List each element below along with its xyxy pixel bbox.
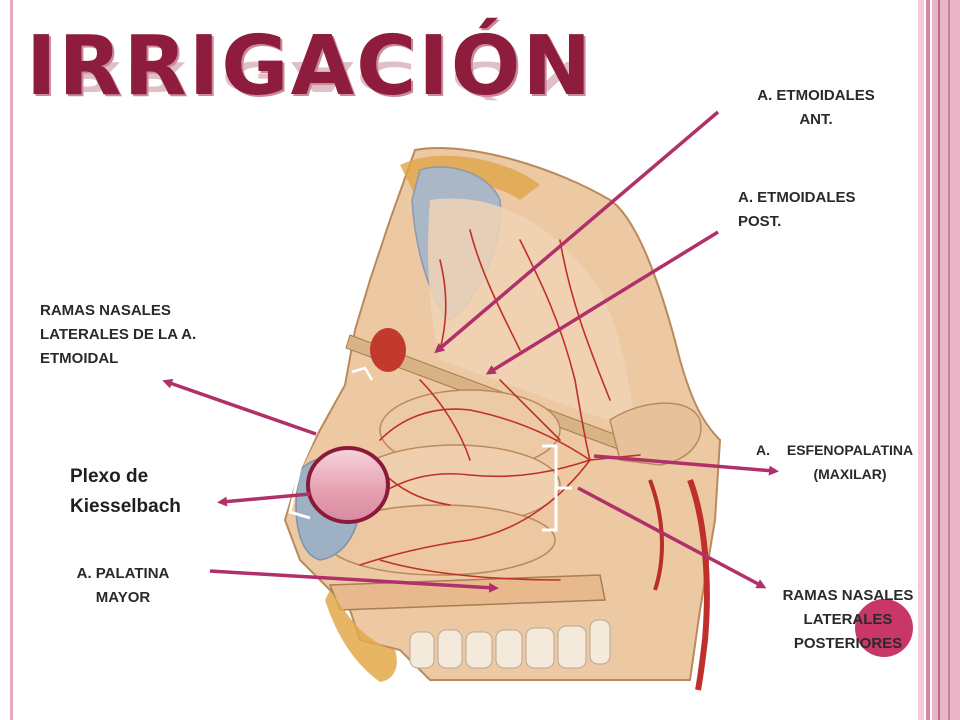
kiesselbach-highlight <box>306 446 390 524</box>
arrow-palatina <box>209 569 499 593</box>
right-border-stripe <box>932 0 960 720</box>
label-esfenopalatina-prefix: A. <box>756 442 770 458</box>
right-border-stripe <box>948 0 950 720</box>
carotid-branch <box>648 479 664 591</box>
carotid-artery <box>687 478 710 691</box>
arrow-ramas-etmoidal <box>162 378 317 436</box>
label-etmoidales-ant: A. ETMOIDALES ANT. <box>757 87 875 128</box>
bracket-right <box>542 444 572 532</box>
arrow-plexo <box>217 492 311 507</box>
pointer-arrows <box>162 110 779 593</box>
label-ramas-nasales-posteriores: RAMAS NASALES LATERALES POSTERIORES <box>782 587 914 652</box>
left-border-line <box>10 0 13 720</box>
label-etmoidales-post: A. ETMOIDALES POST. <box>738 189 856 230</box>
upper-lip <box>325 590 397 682</box>
arrow-etmoidales-ant <box>434 110 720 354</box>
nasal-septum-upper <box>428 198 635 430</box>
teeth <box>409 619 611 669</box>
label-ramas-nasales-etmoidal: RAMAS NASALES LATERALES DE LA A. ETMOIDA… <box>40 302 197 367</box>
bracket-left <box>288 431 318 520</box>
arrow-esfenopalatina <box>593 454 779 476</box>
label-palatina-mayor: A. PALATINA MAYOR <box>76 565 170 606</box>
arrow-etmoidales-post <box>485 230 719 375</box>
sphenoid-mass <box>370 328 406 372</box>
label-plexo-kiesselbach: Plexo de Kiesselbach <box>70 466 181 517</box>
slide-title: IRRIGACIÓN <box>26 19 594 114</box>
arrow-ramas-posteriores <box>577 486 767 589</box>
label-esfenopalatina: ESFENOPALATINA (MAXILAR) <box>786 442 914 482</box>
decorative-circle <box>855 599 913 657</box>
right-border-stripe <box>938 0 940 720</box>
right-border-stripe <box>918 0 924 720</box>
right-border-stripe <box>926 0 930 720</box>
bracket-top <box>351 366 374 381</box>
